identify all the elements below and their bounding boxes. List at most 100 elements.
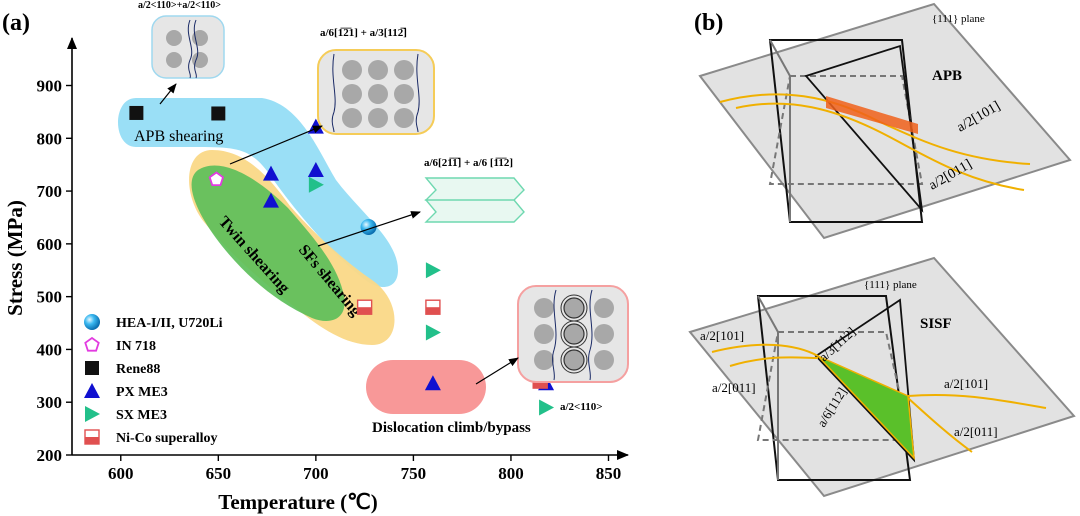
data-point-triangle-up: [262, 165, 279, 181]
mechanism-regions: [118, 98, 486, 414]
data-point-square: [129, 105, 144, 120]
inset-apb-arrow: [159, 83, 177, 105]
data-point-pentagon: [208, 171, 225, 187]
x-tick-label: 600: [108, 464, 134, 483]
precipitate: [368, 60, 388, 80]
data-point-square: [211, 106, 226, 121]
cube-outline: [768, 39, 924, 223]
inset-twin: a/6[1̅2̅1] + a/3[112̅]: [317, 27, 435, 135]
inset-apb-pair-label: a/2<110>+a/2<110>: [138, 0, 221, 11]
dislocation-line: [735, 102, 1025, 191]
data-point-half-square-fill: [533, 381, 548, 389]
sisf-plane-label: {111} plane: [864, 279, 917, 291]
sisf-left2-label: a/2[011]: [712, 380, 756, 395]
data-point-triangle-right: [308, 176, 324, 193]
axes: [67, 37, 629, 460]
dislocation-line: [907, 393, 1047, 409]
precipitate: [394, 84, 414, 104]
sisf-right1-label: a/2[101]: [944, 376, 988, 391]
x-tick-label: 700: [303, 464, 329, 483]
inset-twin-arrow: [229, 125, 323, 165]
inset-orowan-arrow: [475, 357, 519, 385]
precipitate: [563, 349, 585, 371]
sisf-left1-label: a/2[101]: [700, 328, 744, 343]
precipitate: [166, 30, 182, 46]
y-tick-label: 200: [37, 446, 63, 465]
sf-chevrons: [424, 177, 525, 223]
legend-marker-sphere: [84, 314, 100, 330]
inset-sf-label: a/6[21̅1̅] + a/6 [1̅1̅2]: [424, 157, 513, 169]
legend-marker-half-square: [84, 429, 100, 445]
legend-marker-half-square-fill: [85, 437, 99, 444]
precipitate: [594, 350, 614, 370]
slip-plane: [688, 256, 1076, 498]
cross-section: [814, 298, 916, 463]
data-point-triangle-right: [539, 399, 555, 416]
data-point-triangle-up: [424, 375, 441, 391]
precipitate-grid: [534, 294, 614, 374]
inset-apb-pair: a/2<110>+a/2<110>: [138, 0, 225, 79]
x-tick-label: 650: [206, 464, 232, 483]
y-tick-label: 600: [37, 235, 63, 254]
climb-region: [366, 360, 486, 414]
legend-label: PX ME3: [116, 385, 168, 400]
dislocation-loop: [560, 346, 588, 374]
mech-label-climb: Dislocation climb/bypass: [372, 420, 531, 436]
legend-marker-triangle-right: [85, 406, 100, 422]
dislocation-line: [331, 53, 336, 133]
inset-orowan-label: a/2<110>: [560, 401, 603, 413]
precipitate: [563, 323, 585, 345]
panel-b-label: (b): [694, 10, 723, 36]
cube-outline: [756, 295, 912, 481]
apb-ribbon: [826, 96, 918, 134]
x-tick-label: 800: [498, 464, 524, 483]
dislocation-line: [729, 356, 819, 367]
apb-plane-label: {111} plane: [932, 13, 985, 25]
precipitate: [594, 324, 614, 344]
inset-twin-label: a/6[1̅2̅1] + a/3[112̅]: [320, 27, 407, 39]
dislocation-line: [588, 289, 593, 381]
y-axis-label: Stress (MPa): [3, 200, 27, 316]
precipitate: [563, 297, 585, 319]
legend-label: Ni-Co superalloy: [116, 431, 218, 446]
precipitate: [342, 108, 362, 128]
legend-marker-pentagon: [84, 336, 100, 352]
apb-schematic: {111} plane APB a/2[101] a/2[011]: [698, 2, 1072, 240]
dislocation-line: [187, 19, 193, 79]
sisf-right2-label: a/2[011]: [954, 424, 998, 439]
dislocation-line: [193, 19, 199, 79]
precipitate: [534, 350, 554, 370]
precipitate: [368, 84, 388, 104]
data-point-half-square-fill: [357, 307, 372, 315]
precipitate: [534, 324, 554, 344]
data-point-triangle-up: [307, 161, 324, 177]
y-tick-label: 300: [37, 393, 63, 412]
apb-region: [118, 98, 398, 287]
apb-title: APB: [932, 68, 962, 84]
precipitate: [368, 108, 388, 128]
data-point-half-square-fill: [425, 307, 440, 315]
precipitate: [394, 108, 414, 128]
legend-label: IN 718: [116, 339, 156, 354]
mech-label-apb: APB shearing: [134, 128, 223, 145]
inset-sf-arrow: [317, 211, 421, 247]
data-point-half-square: [425, 299, 441, 315]
precipitate: [342, 60, 362, 80]
panel-a-label: (a): [2, 10, 30, 36]
y-tick-label: 800: [37, 129, 63, 148]
y-tick-label: 700: [37, 182, 63, 201]
x-axis-label: Temperature (℃): [218, 490, 377, 514]
inset-orowan: a/2<110>: [517, 285, 629, 413]
sisf-fault: [817, 355, 915, 461]
inset-apb-pair-box: [151, 15, 225, 79]
precipitate: [394, 60, 414, 80]
legend-label: Rene88: [116, 362, 160, 377]
x-tick-label: 750: [401, 464, 427, 483]
dislocation-line: [711, 343, 819, 357]
sisf-title: SISF: [920, 316, 952, 332]
data-point-triangle-right: [425, 324, 441, 341]
precipitate: [534, 298, 554, 318]
data-point-triangle-up: [262, 192, 279, 208]
